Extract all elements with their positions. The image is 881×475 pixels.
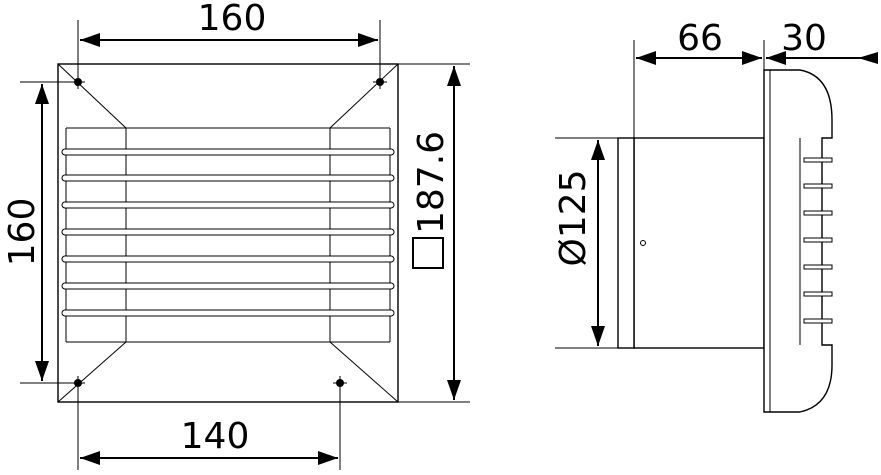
front-cover-profile bbox=[763, 69, 833, 413]
bevel-line bbox=[57, 341, 127, 403]
dimension-diameter: Ø125 bbox=[553, 169, 594, 266]
louver-slat bbox=[61, 228, 395, 236]
bevel-line bbox=[57, 63, 127, 129]
dimension-square-size: 187.6 bbox=[411, 131, 452, 234]
cover-slat bbox=[803, 183, 833, 189]
duct-body bbox=[633, 137, 765, 349]
dimension-flange: 30 bbox=[781, 18, 827, 59]
cover-slat bbox=[803, 157, 833, 163]
dimension-hole-spacing: 140 bbox=[181, 416, 250, 457]
cover-slat bbox=[803, 318, 833, 324]
cover-slat bbox=[803, 264, 833, 270]
louver-slat bbox=[61, 174, 395, 182]
duct-rear-ring bbox=[617, 137, 635, 349]
side-view: 66 30 Ø125 bbox=[553, 18, 878, 413]
body-screw-mark bbox=[640, 240, 646, 246]
cover-slats bbox=[803, 157, 833, 324]
bevel-line bbox=[329, 341, 399, 403]
dimension-depth: 66 bbox=[677, 18, 723, 59]
square-symbol-icon bbox=[412, 237, 444, 269]
bevel-line bbox=[329, 63, 399, 129]
louver-slat bbox=[61, 148, 395, 156]
cover-slat bbox=[803, 237, 833, 243]
louver-slat bbox=[61, 282, 395, 290]
flange-arrow-left bbox=[858, 52, 878, 64]
dimension-height-left: 160 bbox=[2, 198, 43, 267]
front-view: 160 160 187.6 140 bbox=[2, 0, 470, 470]
cover-slat bbox=[803, 291, 833, 297]
louver-slats bbox=[61, 148, 395, 317]
dimension-width-top: 160 bbox=[198, 0, 267, 39]
square-dimension-label: 187.6 bbox=[411, 131, 452, 269]
louver-slat bbox=[61, 201, 395, 209]
louver-slat bbox=[61, 255, 395, 263]
louver-slat bbox=[61, 309, 395, 317]
cover-slat bbox=[803, 210, 833, 216]
